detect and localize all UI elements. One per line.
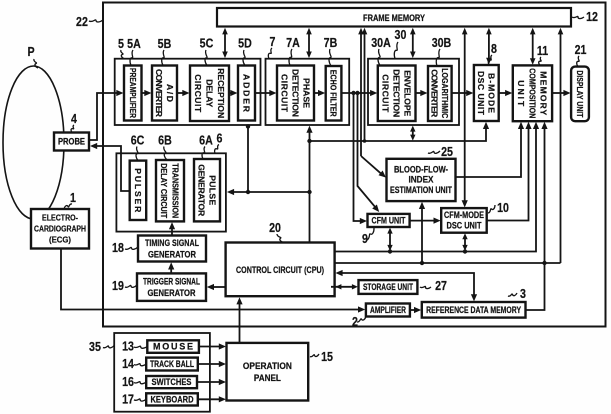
svg-text:25: 25 [441, 144, 453, 159]
svg-text:FRAME MEMORY: FRAME MEMORY [363, 13, 426, 23]
svg-text:PULSE: PULSE [208, 175, 218, 205]
svg-text:CONVERTER: CONVERTER [154, 69, 164, 118]
svg-text:INDEX: INDEX [409, 175, 434, 185]
svg-text:20: 20 [269, 220, 281, 235]
svg-text:7: 7 [270, 34, 276, 49]
svg-text:22: 22 [76, 14, 88, 29]
svg-text:DELAY CIRCUIT: DELAY CIRCUIT [159, 163, 169, 219]
svg-text:16: 16 [122, 374, 134, 389]
svg-text:17: 17 [122, 391, 134, 406]
svg-text:8: 8 [491, 41, 497, 56]
svg-text:CONTROL CIRCUIT (CPU): CONTROL CIRCUIT (CPU) [236, 265, 324, 275]
svg-text:SWITCHES: SWITCHES [152, 377, 192, 387]
svg-text:TRIGGER SIGNAL: TRIGGER SIGNAL [143, 276, 200, 286]
svg-text:OPERATION: OPERATION [243, 361, 292, 371]
svg-text:5B: 5B [158, 36, 172, 51]
svg-text:18: 18 [112, 240, 124, 255]
svg-text:PANEL: PANEL [254, 373, 281, 383]
svg-text:KEYBOARD: KEYBOARD [151, 394, 194, 404]
svg-text:P: P [27, 44, 34, 59]
svg-text:5C: 5C [200, 35, 214, 50]
svg-text:6C: 6C [131, 132, 145, 147]
svg-text:ELECTRO-: ELECTRO- [42, 213, 78, 223]
svg-text:5D: 5D [238, 35, 252, 50]
svg-text:15: 15 [321, 349, 333, 364]
svg-text:1: 1 [70, 190, 76, 205]
svg-text:ENVELOPE: ENVELOPE [403, 70, 413, 116]
svg-text:GENERATOR: GENERATOR [197, 164, 207, 217]
svg-text:CARDIOGRAPH: CARDIOGRAPH [34, 224, 86, 234]
svg-text:6A: 6A [199, 132, 213, 147]
svg-text:5: 5 [118, 36, 124, 51]
svg-text:14: 14 [122, 356, 134, 371]
svg-text:27: 27 [435, 278, 447, 293]
svg-text:DETECTION: DETECTION [392, 69, 402, 117]
svg-text:RECEPTION: RECEPTION [216, 68, 226, 118]
svg-text:B-MODE: B-MODE [487, 73, 497, 113]
svg-text:5A: 5A [127, 36, 141, 51]
svg-text:DSC UNIT: DSC UNIT [447, 221, 483, 231]
svg-text:12: 12 [586, 9, 598, 24]
svg-text:6B: 6B [158, 132, 172, 147]
svg-text:ECHO FILTER: ECHO FILTER [329, 70, 339, 118]
svg-text:TIMING SIGNAL: TIMING SIGNAL [145, 238, 199, 248]
svg-text:CFM UNIT: CFM UNIT [372, 216, 406, 226]
svg-text:CIRCUIT: CIRCUIT [381, 74, 391, 113]
svg-text:2: 2 [352, 314, 358, 329]
svg-text:30A: 30A [371, 35, 391, 50]
svg-text:11: 11 [537, 43, 549, 58]
svg-text:CIRCUIT: CIRCUIT [193, 74, 203, 113]
svg-text:13: 13 [122, 338, 134, 353]
svg-text:MOUSE: MOUSE [153, 342, 193, 352]
svg-text:10: 10 [497, 200, 509, 215]
svg-text:REFERENCE DATA MEMORY: REFERENCE DATA MEMORY [426, 305, 521, 315]
svg-text:STORAGE UNIT: STORAGE UNIT [363, 282, 413, 292]
svg-text:ESTIMATION UNIT: ESTIMATION UNIT [390, 185, 453, 195]
svg-text:PULSER: PULSER [133, 168, 143, 213]
svg-text:6: 6 [217, 130, 223, 145]
svg-text:7B: 7B [324, 35, 338, 50]
svg-text:(ECG): (ECG) [49, 234, 71, 244]
svg-text:CONVERTER: CONVERTER [430, 69, 440, 118]
svg-text:BLOOD-FLOW-: BLOOD-FLOW- [394, 164, 448, 174]
svg-text:DELAY: DELAY [205, 79, 215, 107]
svg-text:LOGARITHMIC: LOGARITHMIC [440, 68, 450, 118]
svg-text:UNIT: UNIT [516, 80, 526, 107]
svg-text:21: 21 [575, 42, 587, 57]
svg-text:A/D: A/D [165, 84, 175, 102]
svg-text:19: 19 [112, 278, 124, 293]
svg-text:4: 4 [71, 111, 77, 126]
svg-text:7A: 7A [286, 35, 300, 50]
svg-text:3: 3 [520, 286, 526, 301]
svg-text:ADDER: ADDER [242, 74, 252, 113]
svg-text:PROBE: PROBE [58, 137, 85, 147]
svg-text:9: 9 [362, 231, 368, 246]
svg-text:35: 35 [89, 339, 101, 354]
svg-text:MEMORY: MEMORY [539, 71, 549, 115]
svg-text:30B: 30B [432, 35, 452, 50]
svg-text:DETECTION: DETECTION [291, 69, 301, 117]
svg-text:CIRCUIT: CIRCUIT [280, 74, 290, 113]
svg-text:PHASE: PHASE [302, 78, 312, 108]
svg-text:AMPLIFIER: AMPLIFIER [370, 305, 406, 315]
svg-text:TRANSMISSION: TRANSMISSION [171, 163, 181, 218]
svg-text:DSC UNIT: DSC UNIT [476, 71, 486, 116]
svg-text:30: 30 [395, 27, 407, 42]
svg-text:PREAMPLIFIER: PREAMPLIFIER [128, 68, 138, 119]
svg-text:DISPLAY UNIT: DISPLAY UNIT [575, 70, 585, 118]
svg-text:GENERATOR: GENERATOR [148, 288, 196, 298]
svg-text:CFM-MODE: CFM-MODE [444, 210, 484, 220]
svg-text:GENERATOR: GENERATOR [148, 250, 196, 260]
svg-text:COMPOSITION: COMPOSITION [527, 68, 537, 118]
svg-text:TRACK BALL: TRACK BALL [150, 359, 194, 369]
